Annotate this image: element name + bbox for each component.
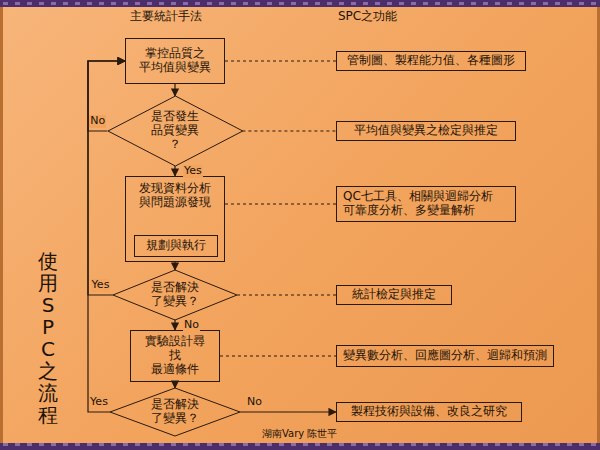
node-text: 變異數分析、回應圖分析、迴歸和預測 [343,349,547,363]
node-text: 是否解決 了變異？ [150,398,201,426]
dashed-link [225,60,336,61]
diamond-shape [108,96,243,166]
flow-arrow [88,61,125,412]
method-box: 統計檢定與推定 [336,285,452,305]
column-header: SPC之功能 [338,10,397,24]
side-title: 使用SPC之流程 [38,250,58,426]
decision-diamond: 是否解決 了變異？ [110,388,240,436]
left-edge [0,7,3,443]
method-box: 平均值與變異之檢定與推定 [336,121,516,141]
method-box: 管制圖、製程能力值、各種圖形 [336,51,526,71]
edge-label: Yes [91,279,111,292]
method-box: 製程技術與設備、改良之研究 [336,402,522,422]
watermark: 湖南Vary 陈世平 [262,428,337,440]
edge-label: Yes [89,396,109,409]
node-text: 統計檢定與推定 [352,288,436,302]
node-text: 是否發生 品質變異 ？ [149,110,200,151]
node-text: QC七工具、相關與迴歸分析 可靠度分析、多變量解析 [343,190,495,218]
node-text: 管制圖、製程能力值、各種圖形 [347,54,515,68]
flow-arrow [88,61,125,295]
sub-process-box: 規劃與執行 [134,235,218,257]
diamond-shape [113,270,237,320]
diamond-shape [110,388,240,436]
flow-arrow [174,320,175,330]
method-box: 變異數分析、回應圖分析、迴歸和預測 [336,345,554,367]
edge-label: No [183,319,200,332]
flow-arrow [174,262,175,270]
node-text: 发现資料分析 與問題源發現 [138,182,213,210]
flow-arrow [174,84,175,96]
node-text: 規劃與執行 [146,239,206,253]
dashed-link [220,355,336,356]
decision-diamond: 是否解決 了變異？ [113,270,237,320]
node-text: 是否解決 了變異？ [150,281,201,309]
dashed-link [237,294,336,295]
node-text: 製程技術與設備、改良之研究 [351,405,507,419]
process-box: 掌控品質之 平均值與變異 [125,38,225,84]
column-header: 主要統計手法 [130,10,202,24]
node-text: 實驗設計尋 找 最適條件 [144,335,206,376]
process-box: 實驗設計尋 找 最適條件 [130,330,220,382]
flow-arrow [88,61,125,131]
top-band [0,0,600,7]
edge-label: No [246,396,263,409]
dashed-link [242,130,336,131]
right-edge [597,7,600,443]
edge-label: Yes [183,165,203,178]
edge-label: No [89,115,106,128]
process-box: 发现資料分析 與問題源發現規劃與執行 [125,176,225,262]
node-text: 掌控品質之 平均值與變異 [138,47,213,75]
flow-arrow [174,166,175,176]
flow-arrow [174,382,175,388]
node-text: 平均值與變異之檢定與推定 [354,124,498,138]
bottom-band [0,443,600,450]
decision-diamond: 是否發生 品質變異 ？ [108,96,243,166]
flow-arrow [240,411,336,412]
method-box: QC七工具、相關與迴歸分析 可靠度分析、多變量解析 [336,186,516,222]
dashed-link [225,203,336,204]
